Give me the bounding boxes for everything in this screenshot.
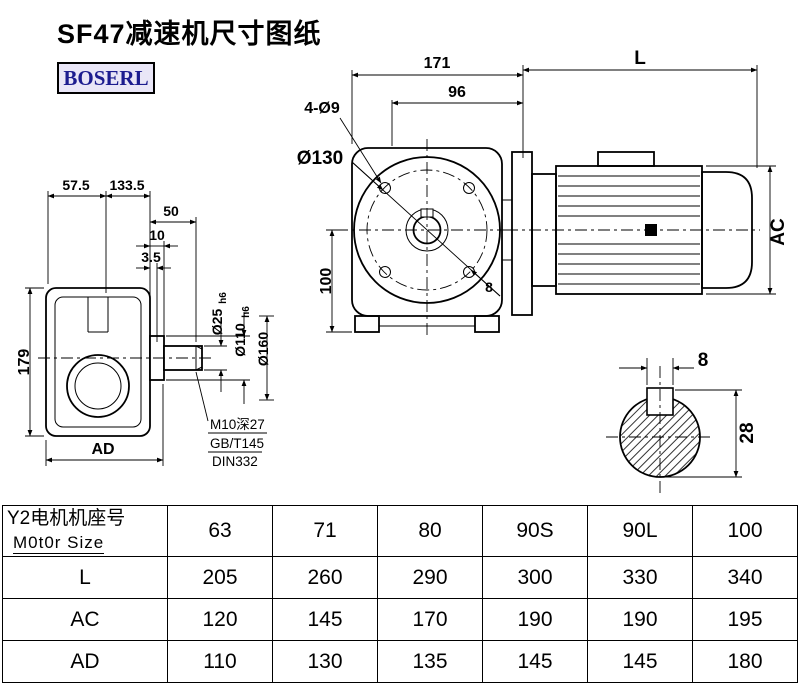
- spigot-diameter-label: Ø110: [232, 323, 248, 357]
- bolt-holes-label: 4-Ø9: [304, 100, 340, 117]
- flange-od-label: Ø160: [255, 332, 271, 366]
- dim-96-label: 96: [448, 84, 466, 101]
- motor-size-header-en: M0t0r Size: [13, 533, 105, 555]
- shaft-tolerance-label: h6: [218, 292, 229, 304]
- motor-size-90L: 90L: [587, 505, 693, 557]
- dim-133-5-label: 133.5: [109, 177, 144, 193]
- motor-size-header-cell: Y2电机机座号 M0t0r Size: [2, 505, 168, 557]
- row-label-L: L: [2, 556, 168, 599]
- table-header-row: Y2电机机座号 M0t0r Size 63 71 80 90S 90L 100: [2, 505, 798, 557]
- standard-note-gbt: GB/T145: [210, 436, 264, 451]
- brand-logo: BOSERL: [57, 62, 155, 94]
- dim-179-label: 179: [16, 349, 33, 376]
- motor-size-header-cn: Y2电机机座号: [7, 507, 126, 529]
- table-cell: 340: [692, 556, 798, 599]
- shaft-diameter-label: Ø25: [209, 309, 225, 336]
- bolt-hole: [379, 266, 391, 278]
- motor-size-90S: 90S: [482, 505, 588, 557]
- table-cell: 110: [167, 640, 273, 683]
- motor-view: L AC: [501, 48, 789, 316]
- table-cell: 205: [167, 556, 273, 599]
- table-cell: 260: [272, 556, 378, 599]
- table-cell: 290: [377, 556, 483, 599]
- dim-3-5-label: 3.5: [141, 249, 161, 265]
- dim-57-5-label: 57.5: [62, 177, 89, 193]
- row-label-AC: AC: [2, 598, 168, 641]
- dim-L-label: L: [634, 48, 646, 69]
- motor-size-71: 71: [272, 505, 378, 557]
- dim-171-label: 171: [424, 55, 451, 72]
- dimension-table: Y2电机机座号 M0t0r Size 63 71 80 90S 90L 100 …: [2, 505, 798, 683]
- table-row-L: L 205 260 290 300 330 340: [2, 556, 798, 599]
- table-cell: 300: [482, 556, 588, 599]
- motor-flange: [511, 151, 533, 316]
- tap-note: M10深27: [210, 417, 265, 432]
- dim-AC-label: AC: [768, 218, 789, 246]
- dim-100-label: 100: [318, 268, 335, 295]
- dim-50-label: 50: [163, 203, 179, 219]
- table-cell: 195: [692, 598, 798, 641]
- brand-logo-text: BOSERL: [63, 65, 149, 90]
- dim-ad-label: AD: [91, 441, 114, 458]
- motor-size-80: 80: [377, 505, 483, 557]
- table-cell: 190: [482, 598, 588, 641]
- table-cell: 145: [587, 640, 693, 683]
- table-row-AC: AC 120 145 170 190 190 195: [2, 598, 798, 641]
- page-title: SF47减速机尺寸图纸: [57, 19, 322, 49]
- row-label-AD: AD: [2, 640, 168, 683]
- table-cell: 190: [587, 598, 693, 641]
- table-cell: 135: [377, 640, 483, 683]
- table-cell: 130: [272, 640, 378, 683]
- table-cell: 170: [377, 598, 483, 641]
- table-cell: 330: [587, 556, 693, 599]
- bolt-circle-label: Ø130: [297, 148, 343, 169]
- shaft-section-view: 8 28: [606, 350, 758, 494]
- table-cell: 120: [167, 598, 273, 641]
- motor-size-100: 100: [692, 505, 798, 557]
- motor-size-63: 63: [167, 505, 273, 557]
- terminal-box: [597, 151, 655, 167]
- bolt-hole: [463, 182, 475, 194]
- table-cell: 145: [272, 598, 378, 641]
- spigot-tolerance-label: h6: [241, 306, 252, 318]
- dim-10-label: 10: [149, 227, 165, 243]
- side-view: 57.5 133.5 50 10 3.5 179 AD Ø25 h6 Ø110 …: [16, 177, 274, 469]
- key-width-front-label: 8: [485, 279, 493, 295]
- table-cell: 145: [482, 640, 588, 683]
- section-key-width-label: 8: [698, 350, 709, 371]
- technical-drawing: 57.5 133.5 50 10 3.5 179 AD Ø25 h6 Ø110 …: [16, 48, 789, 494]
- front-view: 171 96 4-Ø9 Ø130 100 8: [297, 55, 524, 338]
- fan-cowl: [701, 171, 753, 289]
- section-28-label: 28: [737, 422, 758, 443]
- table-row-AD: AD 110 130 135 145 145 180: [2, 640, 798, 683]
- standard-note-din: DIN332: [212, 454, 258, 469]
- table-cell: 180: [692, 640, 798, 683]
